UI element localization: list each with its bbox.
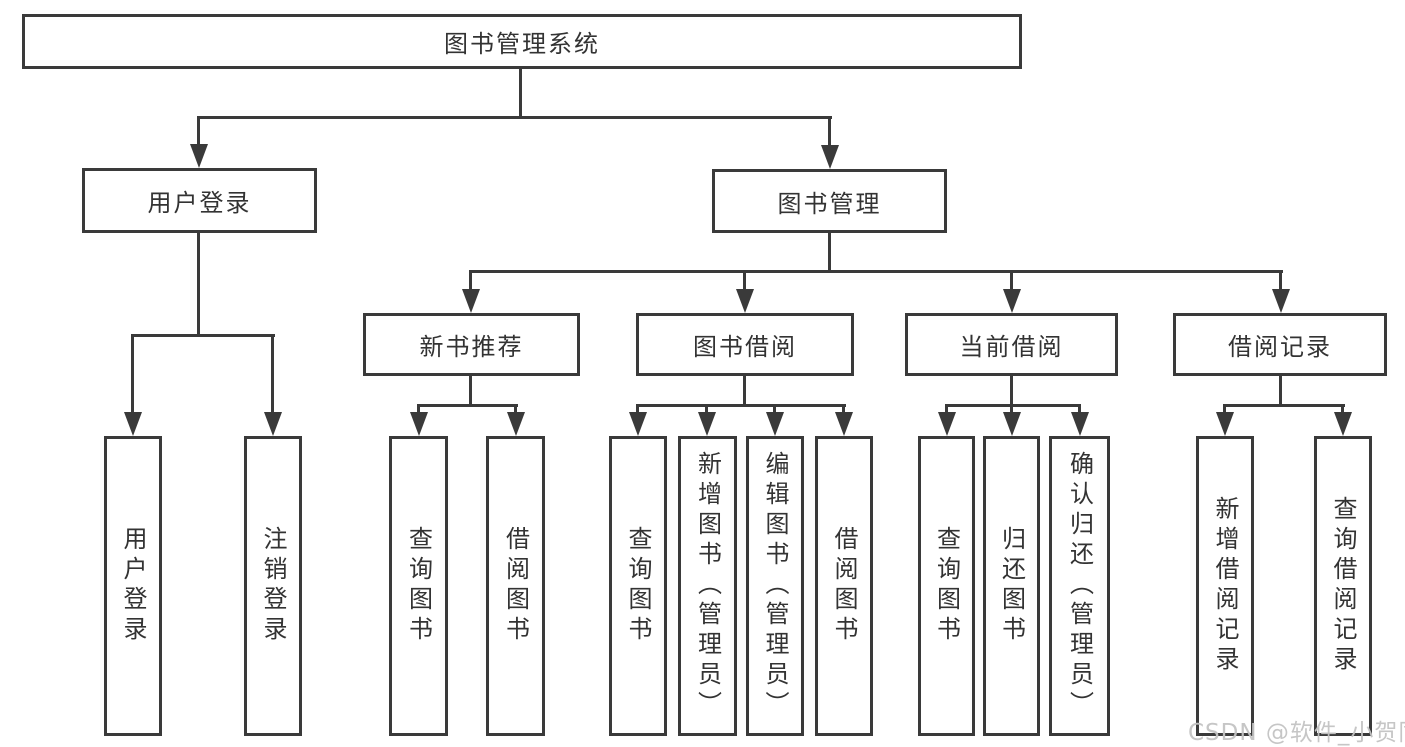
connector-stem <box>1279 376 1282 406</box>
node-borrow-records: 借阅记录 <box>1173 313 1387 376</box>
arrowhead-icon <box>938 412 956 436</box>
connector-stem <box>636 407 639 415</box>
connector-rail <box>945 404 1081 407</box>
connector-stem <box>828 233 831 272</box>
leaf-label: 编辑图书（管理员） <box>761 451 789 721</box>
connector-rail <box>131 334 275 337</box>
leaf-user-login: 用户登录 <box>104 436 162 736</box>
node-label: 图书借阅 <box>693 333 797 361</box>
connector-stem <box>945 407 948 415</box>
node-label: 用户登录 <box>147 189 252 217</box>
connector-stem <box>469 273 472 291</box>
arrowhead-icon <box>410 412 428 436</box>
connector-rail <box>417 404 518 407</box>
connector-rail <box>636 404 846 407</box>
connector-stem <box>131 337 134 413</box>
connector-stem <box>1010 407 1013 415</box>
node-root-label: 图书管理系统 <box>444 30 600 58</box>
connector-stem <box>469 376 472 406</box>
connector-stem <box>705 407 708 415</box>
leaf-label: 确认归还（管理员） <box>1065 451 1094 721</box>
leaf-label: 查询图书 <box>404 526 433 646</box>
connector-stem <box>1223 407 1226 415</box>
connector-stem <box>197 119 200 147</box>
leaf-add-borrow-record: 新增借阅记录 <box>1196 436 1254 736</box>
arrowhead-icon <box>1071 412 1089 436</box>
leaf-label: 借阅图书 <box>501 526 530 646</box>
node-label: 借阅记录 <box>1228 333 1332 361</box>
arrowhead-icon <box>1003 289 1021 313</box>
arrowhead-icon <box>1216 412 1234 436</box>
leaf-recommend-query-book: 查询图书 <box>389 436 448 736</box>
leaf-return-book: 归还图书 <box>983 436 1040 736</box>
connector-stem <box>1010 273 1013 291</box>
connector-stem <box>514 407 517 415</box>
leaf-label: 查询图书 <box>624 526 652 646</box>
arrowhead-icon <box>1272 289 1290 313</box>
connector-rail <box>1223 404 1345 407</box>
connector-level3-rail <box>469 270 1283 273</box>
leaf-query-borrow-record: 查询借阅记录 <box>1314 436 1372 736</box>
leaf-edit-book-admin: 编辑图书（管理员） <box>746 436 804 736</box>
node-root: 图书管理系统 <box>22 14 1022 69</box>
arrowhead-icon <box>190 144 208 168</box>
leaf-label: 新增图书（管理员） <box>693 451 722 721</box>
connector-level1-rail <box>197 116 832 119</box>
leaf-label: 新增借阅记录 <box>1211 496 1239 676</box>
connector-stem <box>271 337 274 413</box>
leaf-label: 查询借阅记录 <box>1329 496 1357 676</box>
leaf-add-book-admin: 新增图书（管理员） <box>678 436 737 736</box>
leaf-borrow-book: 借阅图书 <box>815 436 873 736</box>
connector-stem <box>417 407 420 415</box>
arrowhead-icon <box>835 412 853 436</box>
connector-stem <box>743 273 746 291</box>
arrowhead-icon <box>1334 412 1352 436</box>
connector-stem <box>828 119 831 147</box>
leaf-current-query-book: 查询图书 <box>918 436 975 736</box>
arrowhead-icon <box>736 289 754 313</box>
arrowhead-icon <box>629 412 647 436</box>
leaf-label: 用户登录 <box>119 526 147 646</box>
node-book-management: 图书管理 <box>712 169 947 233</box>
node-label: 图书管理 <box>777 189 882 218</box>
arrowhead-icon <box>507 412 525 436</box>
arrowhead-icon <box>462 289 480 313</box>
node-label: 新书推荐 <box>419 333 524 361</box>
node-current-borrow: 当前借阅 <box>905 313 1118 376</box>
node-new-book-recommend: 新书推荐 <box>363 313 580 376</box>
arrowhead-icon <box>821 145 839 169</box>
leaf-confirm-return-admin: 确认归还（管理员） <box>1049 436 1110 736</box>
leaf-label: 查询图书 <box>932 526 961 646</box>
leaf-recommend-borrow-book: 借阅图书 <box>486 436 545 736</box>
leaf-label: 归还图书 <box>997 526 1026 646</box>
leaf-label: 注销登录 <box>259 526 287 646</box>
node-label: 当前借阅 <box>959 333 1064 361</box>
node-book-borrow: 图书借阅 <box>636 313 854 376</box>
leaf-label: 借阅图书 <box>830 526 858 646</box>
arrowhead-icon <box>698 412 716 436</box>
connector-stem <box>1078 407 1081 415</box>
leaf-logout: 注销登录 <box>244 436 302 736</box>
connector-stem <box>1279 273 1282 291</box>
connector-stem <box>842 407 845 415</box>
leaf-borrow-query-book: 查询图书 <box>609 436 667 736</box>
arrowhead-icon <box>124 412 142 436</box>
connector-stem <box>1341 407 1344 415</box>
connector-root-stem <box>519 69 522 119</box>
connector-stem <box>197 233 200 337</box>
connector-stem <box>743 376 746 406</box>
connector-stem <box>773 407 776 415</box>
arrowhead-icon <box>264 412 282 436</box>
arrowhead-icon <box>1003 412 1021 436</box>
arrowhead-icon <box>766 412 784 436</box>
connector-stem <box>1010 376 1013 406</box>
node-user-login: 用户登录 <box>82 168 317 233</box>
csdn-watermark: CSDN @软件_小贺同学 <box>1188 720 1405 746</box>
